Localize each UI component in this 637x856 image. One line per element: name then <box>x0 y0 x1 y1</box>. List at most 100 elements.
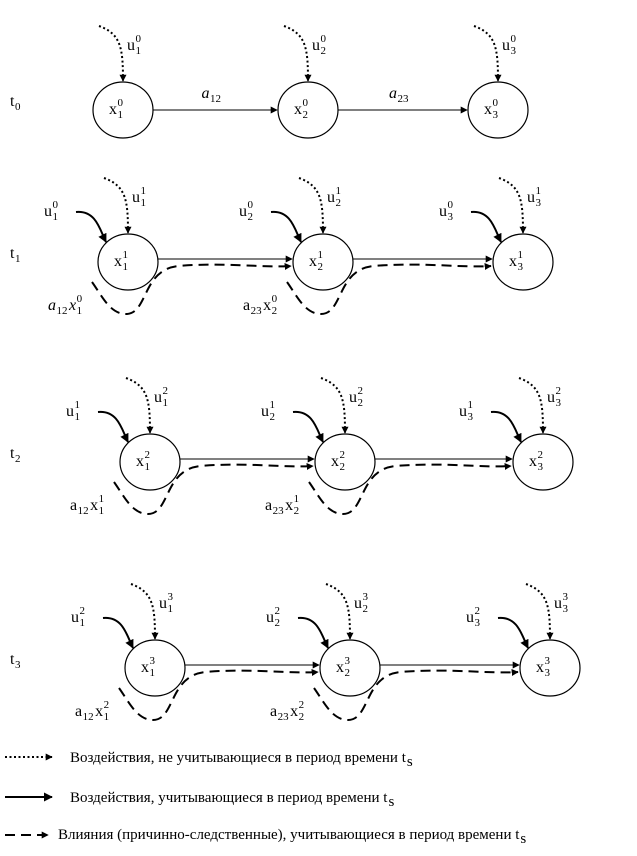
svg-text:2: 2 <box>358 397 364 409</box>
svg-text:1: 1 <box>75 411 81 423</box>
svg-text:u: u <box>132 189 140 206</box>
uncounted-impact-arrow <box>518 377 547 434</box>
svg-text:3: 3 <box>493 109 499 121</box>
svg-text:t: t <box>10 93 15 110</box>
svg-text:a: a <box>202 85 210 102</box>
svg-text:Воздействия, не учитывающиеся: Воздействия, не учитывающиеся в период в… <box>70 750 407 766</box>
uncounted-impact-arrow <box>325 583 354 640</box>
uncounted-impact-arrow <box>130 583 159 640</box>
svg-text:2: 2 <box>145 449 151 461</box>
svg-text:x: x <box>136 453 144 470</box>
svg-text:x: x <box>509 253 517 270</box>
svg-text:1: 1 <box>145 461 151 473</box>
svg-text:x: x <box>336 659 344 676</box>
svg-text:x: x <box>141 659 149 676</box>
svg-text:2: 2 <box>303 109 309 121</box>
svg-text:2: 2 <box>340 461 346 473</box>
state-node <box>97 233 159 291</box>
svg-text:2: 2 <box>275 605 281 617</box>
svg-text:x: x <box>529 453 537 470</box>
svg-text:1: 1 <box>136 45 142 57</box>
svg-text:1: 1 <box>99 505 105 517</box>
svg-text:x: x <box>109 101 117 118</box>
svg-text:1: 1 <box>294 493 300 505</box>
svg-text:3: 3 <box>563 603 569 615</box>
svg-text:1: 1 <box>150 667 156 679</box>
svg-text:1: 1 <box>15 253 21 265</box>
state-node <box>467 81 529 139</box>
svg-text:1: 1 <box>104 711 110 723</box>
svg-text:0: 0 <box>15 101 21 113</box>
svg-text:u: u <box>354 595 362 612</box>
uncounted-impact-arrow <box>98 25 127 82</box>
svg-text:t: t <box>10 651 15 668</box>
svg-text:x: x <box>331 453 339 470</box>
influence-arrow <box>286 262 492 316</box>
state-node <box>277 81 339 139</box>
svg-text:x: x <box>309 253 317 270</box>
svg-text:a: a <box>75 703 82 720</box>
svg-text:2: 2 <box>15 453 21 465</box>
state-node <box>319 639 381 697</box>
svg-text:3: 3 <box>448 211 454 223</box>
influence-arrow <box>308 462 512 516</box>
svg-text:x: x <box>90 497 98 514</box>
svg-text:3: 3 <box>15 659 21 671</box>
svg-text:2: 2 <box>80 605 86 617</box>
svg-text:1: 1 <box>123 249 129 261</box>
svg-text:1: 1 <box>336 185 342 197</box>
svg-text:0: 0 <box>136 33 142 45</box>
svg-text:2: 2 <box>363 603 369 615</box>
svg-text:Воздействия, учитывающиеся в п: Воздействия, учитывающиеся в период врем… <box>70 790 388 806</box>
svg-text:2: 2 <box>358 385 364 397</box>
svg-text:u: u <box>547 389 555 406</box>
svg-text:12: 12 <box>210 93 221 105</box>
uncounted-impact-arrow <box>103 177 132 234</box>
svg-text:u: u <box>127 37 135 54</box>
svg-text:a: a <box>70 497 77 514</box>
counted-impact-arrow <box>75 210 107 243</box>
svg-text:0: 0 <box>511 33 517 45</box>
svg-text:3: 3 <box>536 197 542 209</box>
svg-text:2: 2 <box>272 305 278 317</box>
svg-text:2: 2 <box>475 605 481 617</box>
uncounted-impact-arrow <box>283 25 312 82</box>
svg-text:x: x <box>68 297 76 314</box>
svg-text:s: s <box>520 831 526 847</box>
uncounted-impact-arrow <box>498 177 527 234</box>
svg-text:x: x <box>290 703 298 720</box>
svg-text:12: 12 <box>83 711 94 723</box>
counted-impact-arrow <box>497 616 529 649</box>
counted-impact-arrow <box>292 410 324 443</box>
svg-text:0: 0 <box>272 293 278 305</box>
svg-text:1: 1 <box>141 197 147 209</box>
svg-text:3: 3 <box>468 411 474 423</box>
svg-text:3: 3 <box>563 591 569 603</box>
svg-text:a: a <box>265 497 272 514</box>
svg-text:x: x <box>285 497 293 514</box>
svg-text:s: s <box>388 794 394 810</box>
counted-impact-arrow <box>270 210 302 243</box>
svg-text:2: 2 <box>318 261 324 273</box>
state-node <box>292 233 354 291</box>
svg-text:u: u <box>159 595 167 612</box>
svg-text:2: 2 <box>104 699 110 711</box>
svg-text:1: 1 <box>518 249 524 261</box>
